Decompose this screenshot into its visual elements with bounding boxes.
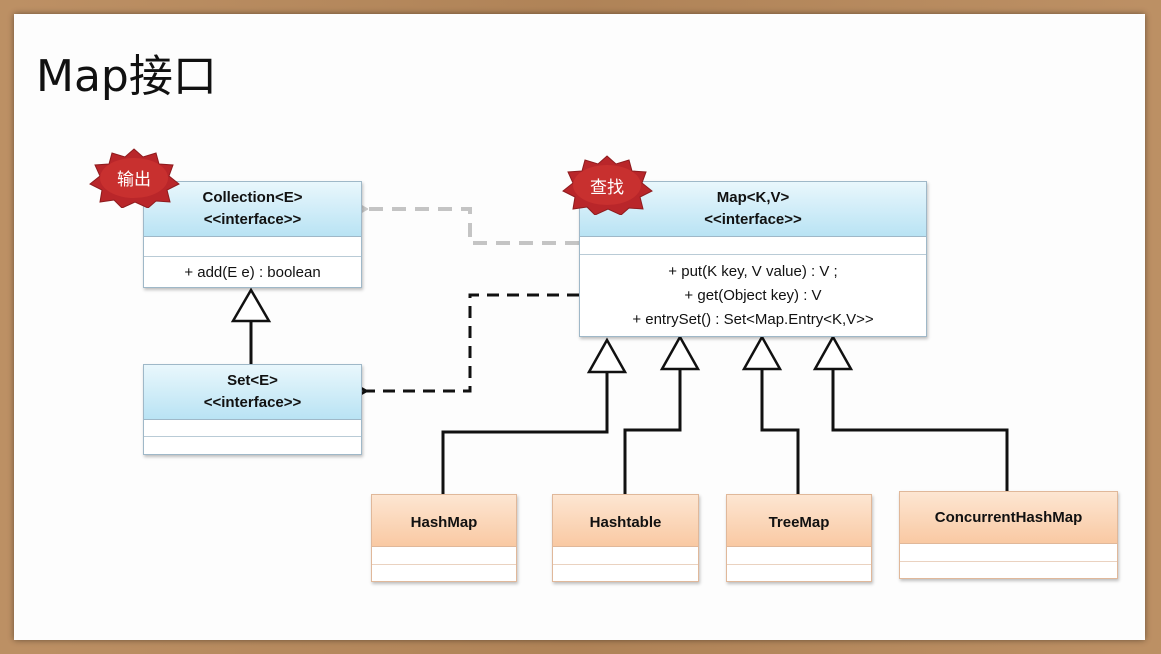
set-operations: [144, 437, 361, 454]
hashtable-inherits-arrow: [659, 334, 701, 371]
output-badge: 输出: [88, 148, 180, 208]
set-attributes: [144, 420, 361, 437]
treemap-class-box[interactable]: TreeMap: [726, 494, 872, 582]
slide-title: Map接口: [36, 51, 217, 102]
map-name: Map<K,V>: [716, 189, 790, 206]
map-stereotype: <<interface>>: [704, 211, 802, 228]
lookup-badge: 查找: [561, 155, 653, 215]
seal-shape-icon: [89, 148, 180, 208]
hashmap-name: HashMap: [372, 495, 516, 547]
map-to-set-dependency: [366, 293, 579, 391]
hashtable-attributes: [553, 547, 698, 565]
hashmap-inherits-arrow: [586, 337, 628, 374]
set-interface-box[interactable]: Set<E> <<interface>>: [143, 364, 362, 455]
map-interface-box[interactable]: Map<K,V> <<interface>> + put(K key, V va…: [579, 181, 927, 337]
treemap-attributes: [727, 547, 871, 565]
concurrenthashmap-inherits-arrow: [812, 334, 854, 371]
map-op-put: + put(K key, V value) : V ;: [668, 263, 838, 280]
concurrenthashmap-name: ConcurrentHashMap: [900, 492, 1117, 544]
map-attributes: [580, 237, 926, 255]
collection-stereotype: <<interface>>: [203, 211, 302, 228]
concurrenthashmap-attributes: [900, 544, 1117, 562]
lookup-badge-label: 查找: [590, 178, 624, 198]
set-header: Set<E> <<interface>>: [144, 365, 361, 420]
treemap-name: TreeMap: [727, 495, 871, 547]
set-name: Set<E>: [227, 372, 278, 389]
collection-operations: + add(E e) : boolean: [144, 257, 361, 285]
hashmap-class-box[interactable]: HashMap: [371, 494, 517, 582]
map-to-collection-dependency: [366, 209, 579, 245]
concurrenthashmap-class-box[interactable]: ConcurrentHashMap: [899, 491, 1118, 579]
set-stereotype: <<interface>>: [203, 394, 302, 411]
collection-op-add: + add(E e) : boolean: [184, 264, 321, 281]
map-op-entryset: + entrySet() : Set<Map.Entry<K,V>>: [632, 311, 874, 328]
hashtable-class-box[interactable]: Hashtable: [552, 494, 699, 582]
map-op-get: + get(Object key) : V: [684, 287, 822, 304]
collection-name: Collection<E>: [202, 189, 303, 206]
set-inherits-collection-arrow: [230, 287, 272, 323]
output-badge-label: 输出: [117, 170, 151, 190]
treemap-inherits-arrow: [741, 334, 783, 371]
hashtable-name: Hashtable: [553, 495, 698, 547]
hashmap-attributes: [372, 547, 516, 565]
map-operations: + put(K key, V value) : V ; + get(Object…: [580, 255, 926, 332]
collection-attributes: [144, 237, 361, 257]
seal-shape-icon: [562, 155, 653, 215]
collection-header: Collection<E> <<interface>>: [144, 182, 361, 237]
collection-interface-box[interactable]: Collection<E> <<interface>> + add(E e) :…: [143, 181, 362, 288]
